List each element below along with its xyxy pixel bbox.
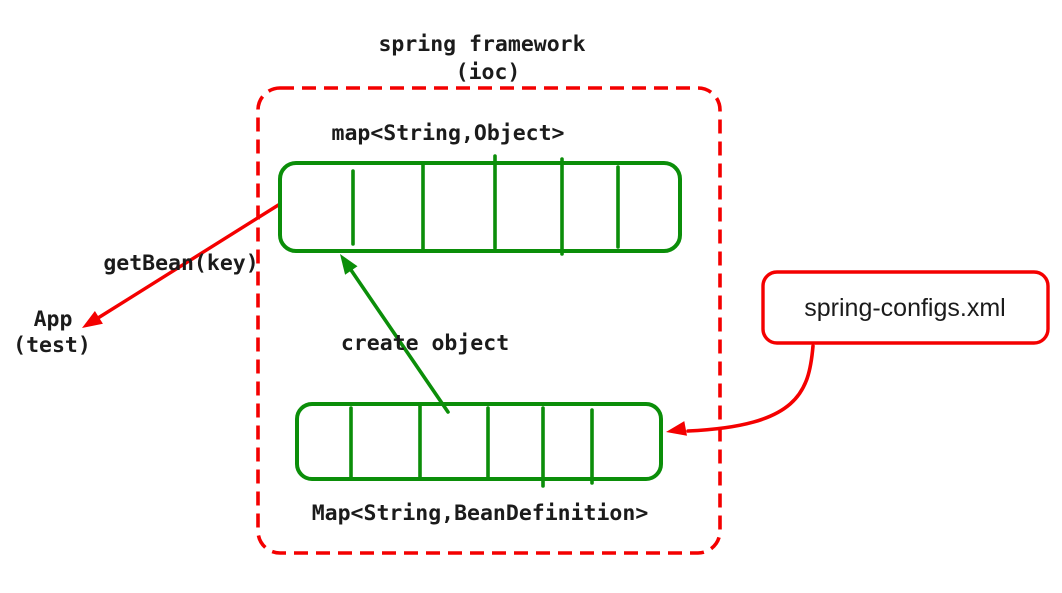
getbean-call-label: getBean(key) <box>103 251 258 276</box>
getbean-arrowhead <box>82 311 103 328</box>
beandef-map-rect <box>295 402 663 481</box>
create-object-arrowhead <box>340 254 358 275</box>
create-object-arrow-line <box>349 268 450 414</box>
beandef-map-label: Map<String,BeanDefinition> <box>312 501 649 526</box>
config-arrow-curve <box>686 344 815 433</box>
singleton-map-label: map<String,Object> <box>332 121 565 146</box>
diagram-title-line2: (ioc) <box>456 60 521 85</box>
diagram-title-line1: spring framework <box>378 32 585 57</box>
ioc-container-dashed-box <box>256 86 722 555</box>
singleton-map-rect <box>278 161 682 253</box>
config-file-label: spring-configs.xml <box>804 294 1005 322</box>
app-label-line2: (test) <box>13 333 91 358</box>
app-label-line1: App <box>34 307 73 332</box>
getbean-arrow-line <box>96 202 282 320</box>
config-arrowhead <box>666 421 687 436</box>
config-file-box <box>761 270 1050 345</box>
create-object-label: create object <box>341 331 509 356</box>
